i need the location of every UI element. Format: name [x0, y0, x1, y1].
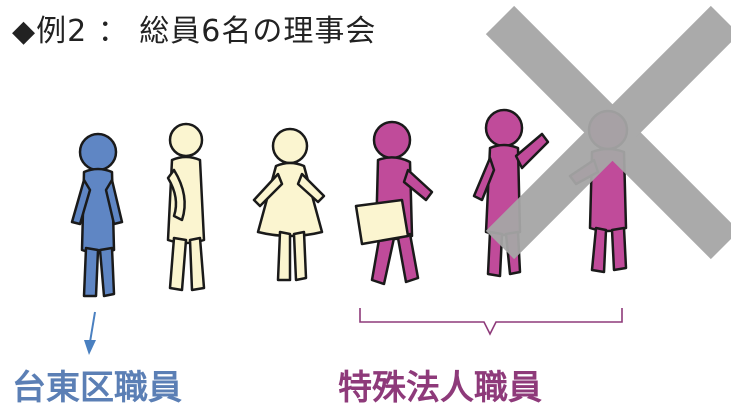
figure-member-1 [166, 122, 206, 292]
group-brace [359, 308, 623, 336]
rejection-cross [485, 5, 731, 260]
figure-taito-staff [70, 132, 124, 298]
figure-special-corp-staff-1 [354, 120, 434, 286]
down-arrow [84, 311, 96, 355]
label-taito-staff: 台東区職員 [12, 368, 182, 408]
figure-member-2 [252, 127, 326, 282]
slide-title: ◆例2 ： 総員6名の理事会 [12, 14, 377, 49]
label-special-corp-staff: 特殊法人職員 [338, 368, 542, 408]
